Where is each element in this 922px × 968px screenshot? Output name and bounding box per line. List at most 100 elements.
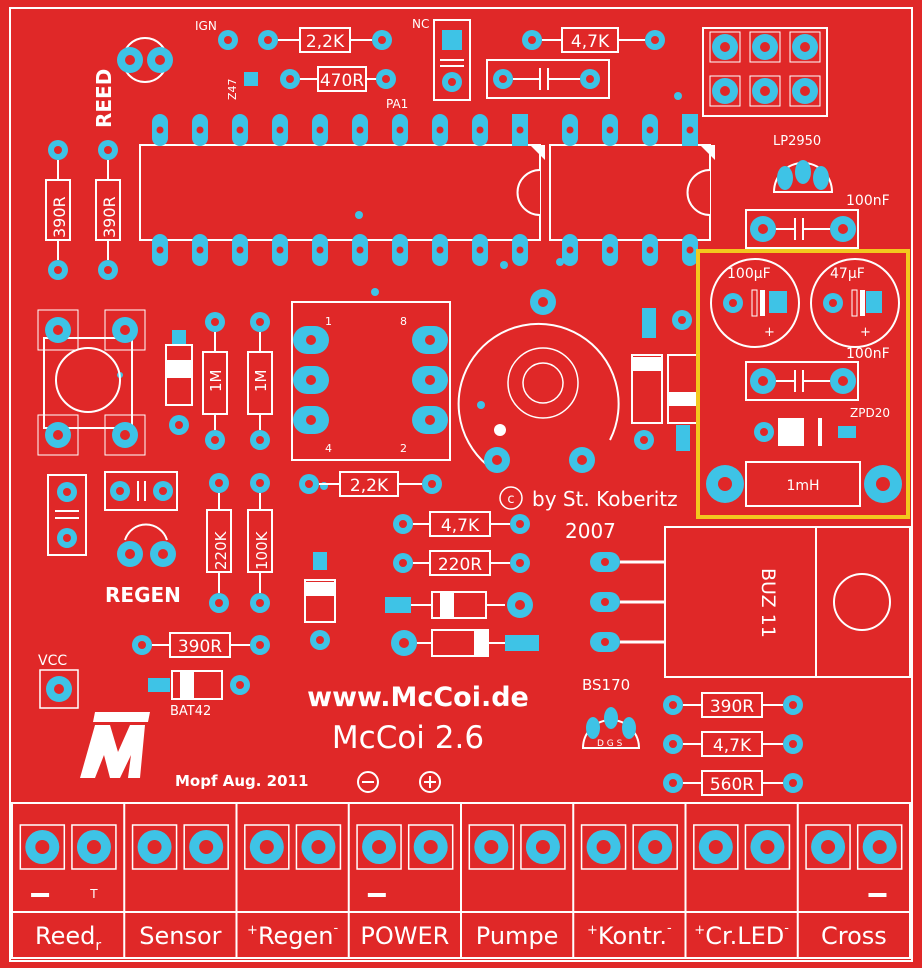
resistor-390r-a: 390R xyxy=(45,140,71,280)
terminal-label: +Cr.LED- xyxy=(694,921,789,950)
resistor-220k: 220K xyxy=(206,473,232,613)
terminal-2: +Regen- xyxy=(235,803,342,958)
board-outline xyxy=(9,7,913,962)
vcc-connector: VCC xyxy=(38,653,79,709)
svg-text:390R: 390R xyxy=(50,196,69,238)
c100nf-mid-label: 100nF xyxy=(846,346,890,362)
capacitor-100nf-mid xyxy=(745,361,859,401)
terminal-label: Cross xyxy=(821,922,887,950)
svg-text:1mH: 1mH xyxy=(786,478,819,494)
svg-text:2,2K: 2,2K xyxy=(306,32,345,52)
pa1-label: PA1 xyxy=(386,97,408,111)
svg-text:+: + xyxy=(860,325,871,340)
terminal-4: Pumpe xyxy=(460,803,566,958)
vcc-label: VCC xyxy=(38,653,67,669)
diode-bat42: BAT42 xyxy=(148,670,250,719)
capacitor-top xyxy=(486,59,610,99)
svg-text:2007: 2007 xyxy=(565,519,616,543)
c100nf-top-label: 100nF xyxy=(846,193,890,209)
terminal-3: POWER xyxy=(347,803,454,958)
svg-text:220R: 220R xyxy=(438,555,482,575)
ic-socket-large xyxy=(139,144,545,241)
author-label: Mopf Aug. 2011 xyxy=(175,772,308,790)
ign-label: IGN xyxy=(195,19,217,33)
svg-text:2,2K: 2,2K xyxy=(350,476,389,496)
terminal-6: +Cr.LED- xyxy=(684,803,791,958)
bat42-label: BAT42 xyxy=(170,704,211,719)
terminal-label: Pumpe xyxy=(476,922,559,950)
ic-8pin: 1 8 4 2 xyxy=(291,301,451,461)
svg-text:8: 8 xyxy=(400,315,407,328)
svg-text:c: c xyxy=(507,492,514,507)
version-label: McCoi 2.6 xyxy=(332,720,484,756)
transistor-buz11: BUZ 11 xyxy=(590,526,911,678)
capacitor-100uf: 100µF + xyxy=(710,258,800,348)
bs170-pins: D G S xyxy=(597,739,623,749)
resistor-220r: 220R xyxy=(393,550,530,576)
terminal-label: +Kontr.- xyxy=(587,921,672,950)
resistor-470r: 470R xyxy=(300,66,396,92)
website-label: www.McCoi.de xyxy=(307,682,529,713)
resistor-4k7-bot: 4,7K xyxy=(663,731,803,757)
resistor-100k: 100K xyxy=(247,473,273,613)
resistor-2k2-top: 2,2K xyxy=(258,27,392,53)
diode-vertical-a xyxy=(631,308,663,450)
copyright-credit: c by St. Koberitz 2007 xyxy=(499,486,678,543)
diode-vertical-left xyxy=(165,330,193,435)
header-2x3 xyxy=(702,27,828,117)
ic-pins xyxy=(152,114,698,266)
terminal-1: Sensor xyxy=(123,803,229,958)
svg-text:390R: 390R xyxy=(710,697,754,717)
svg-text:by St. Koberitz: by St. Koberitz xyxy=(532,487,678,511)
terminal-7: Cross xyxy=(796,803,903,958)
diode-z47: Z47 xyxy=(226,69,300,100)
nc-label: NC xyxy=(412,17,429,31)
svg-text:100µF: 100µF xyxy=(727,266,771,282)
z47-label: Z47 xyxy=(226,78,239,100)
svg-text:100K: 100K xyxy=(253,530,271,570)
resistor-390r-c: 390R xyxy=(132,632,270,658)
terminal-label: +Regen- xyxy=(247,921,338,950)
highlight-box xyxy=(696,249,910,519)
zpd20-label: ZPD20 xyxy=(850,406,890,420)
svg-text:390R: 390R xyxy=(178,637,222,657)
svg-text:+: + xyxy=(764,325,775,340)
resistor-390r-d: 390R xyxy=(663,692,803,718)
lp2950-label: LP2950 xyxy=(773,134,821,149)
regen-sensor-socket: REGEN xyxy=(105,523,181,607)
svg-text:470R: 470R xyxy=(320,71,364,91)
reed-label: REED xyxy=(92,69,116,128)
terminal-label: Reedr xyxy=(35,922,101,954)
mccoi-logo xyxy=(80,712,150,778)
svg-text:1M: 1M xyxy=(207,370,225,393)
diode-horizontal-b xyxy=(391,629,539,657)
regen-label: REGEN xyxy=(105,583,181,607)
terminal-label: POWER xyxy=(360,922,449,950)
inductor-1mh: 1mH xyxy=(706,461,902,507)
svg-text:4,7K: 4,7K xyxy=(713,736,752,756)
svg-text:220K: 220K xyxy=(212,530,230,570)
reed-sensor-socket xyxy=(117,37,173,83)
capacitor-100nf-top xyxy=(745,209,859,249)
svg-text:4,7K: 4,7K xyxy=(441,516,480,536)
terminal-5: +Kontr.- xyxy=(572,803,678,958)
capacitor-47uf: 47µF + xyxy=(810,258,900,348)
resistor-560r: 560R xyxy=(663,770,803,796)
resistor-1m-a: 1M xyxy=(202,312,228,450)
regulator-lp2950: LP2950 xyxy=(772,134,834,193)
pushbutton xyxy=(37,309,146,456)
svg-text:2: 2 xyxy=(400,442,407,455)
diode-horizontal-a xyxy=(385,591,533,619)
capacitor-horizontal-left xyxy=(104,471,178,511)
resistor-4k7-top: 4,7K xyxy=(522,27,665,53)
svg-text:4,7K: 4,7K xyxy=(571,32,610,52)
resistor-2k2-mid: 2,2K xyxy=(299,471,442,497)
svg-text:47µF: 47µF xyxy=(830,266,865,282)
ic-socket-small xyxy=(549,144,715,241)
svg-text:T: T xyxy=(89,887,98,901)
svg-text:4: 4 xyxy=(325,442,332,455)
terminal-0: Reedr T xyxy=(19,824,117,954)
svg-text:1M: 1M xyxy=(252,370,270,393)
nc-jumper: NC xyxy=(412,17,471,101)
resistor-390r-b: 390R xyxy=(95,140,121,280)
